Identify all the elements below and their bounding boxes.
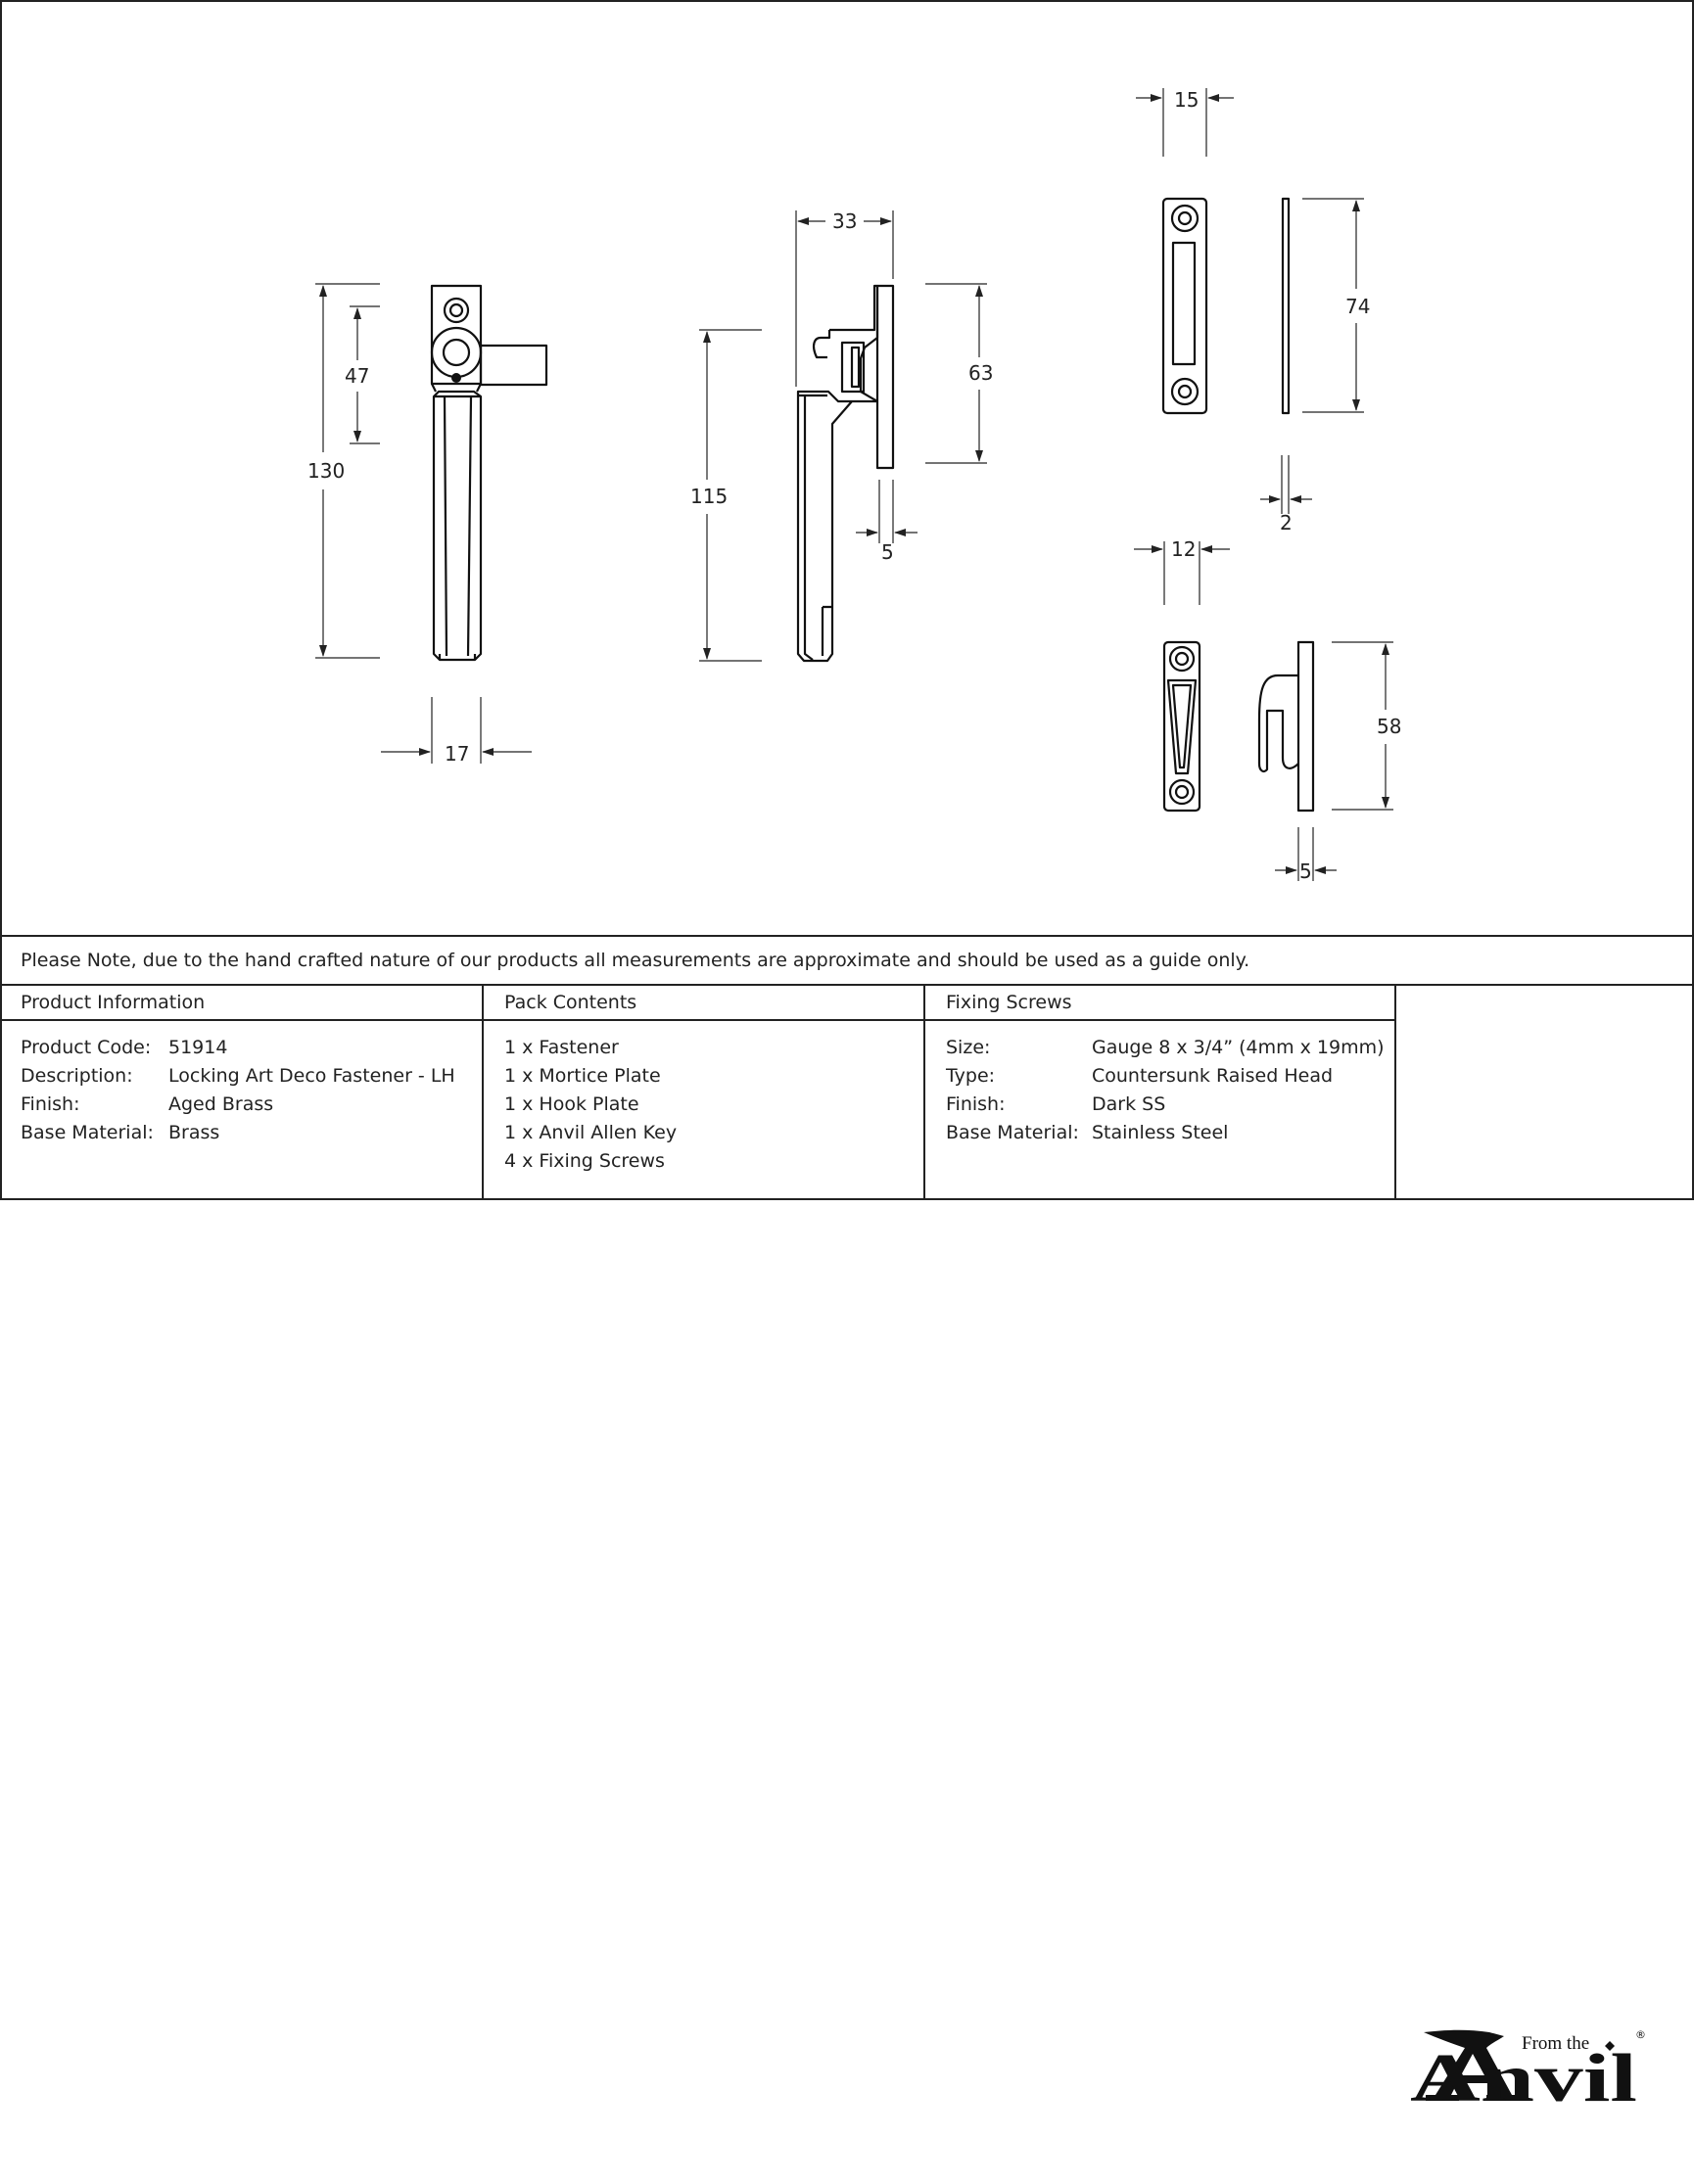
logo-registered: ® bbox=[1635, 2028, 1646, 2041]
dim-hook-width: 12 bbox=[1171, 537, 1196, 561]
drawing-frame bbox=[0, 0, 1694, 1200]
pack-item: 1 x Anvil Allen Key bbox=[504, 1122, 678, 1143]
dim-mortice-thickness: 2 bbox=[1280, 511, 1293, 534]
dim-handle-height: 130 bbox=[307, 459, 345, 483]
dim-side-height: 115 bbox=[690, 485, 728, 508]
product-info-section: Product Information Product Code:51914 D… bbox=[0, 986, 484, 1198]
pack-contents-heading: Pack Contents bbox=[504, 992, 637, 1013]
note-text: Please Note, due to the hand crafted nat… bbox=[21, 950, 1250, 971]
fastener-side-view bbox=[796, 284, 895, 663]
hook-plate-front bbox=[1162, 640, 1201, 813]
dim-plate-thickness: 5 bbox=[881, 540, 894, 564]
mortice-plate-side bbox=[1281, 197, 1291, 415]
dim-mortice-width: 15 bbox=[1174, 88, 1199, 112]
fixing-screws-heading: Fixing Screws bbox=[946, 992, 1072, 1013]
dimension-lines bbox=[315, 88, 1393, 881]
logo-brand: Anvil bbox=[1410, 2041, 1637, 2116]
fastener-front-view bbox=[430, 284, 548, 662]
pack-item: 1 x Fastener bbox=[504, 1037, 619, 1058]
dim-side-depth: 33 bbox=[832, 209, 857, 233]
anvil-logo: From the ® Anvil bbox=[1410, 2028, 1646, 2116]
pack-item: 1 x Hook Plate bbox=[504, 1093, 639, 1115]
product-info-heading: Product Information bbox=[21, 992, 206, 1013]
dim-plate-height: 63 bbox=[968, 361, 993, 385]
pack-item: 1 x Mortice Plate bbox=[504, 1065, 661, 1087]
info-table: Product Information Product Code:51914 D… bbox=[0, 986, 1694, 2116]
fixing-screws-section: Fixing Screws Size:Gauge 8 x 3/4” (4mm x… bbox=[925, 986, 1396, 1198]
pack-item: 4 x Fixing Screws bbox=[504, 1150, 665, 1172]
dim-mortice-height: 74 bbox=[1345, 295, 1370, 318]
hook-plate-side bbox=[1257, 640, 1315, 813]
mortice-plate-front bbox=[1161, 197, 1208, 415]
technical-drawing: 130 47 17 33 115 63 5 15 74 2 12 58 5 bbox=[307, 88, 1401, 883]
dim-hook-thickness: 5 bbox=[1299, 860, 1312, 883]
dim-hook-height: 58 bbox=[1377, 715, 1401, 738]
pack-contents-section: Pack Contents 1 x Fastener 1 x Mortice P… bbox=[484, 986, 925, 1198]
dim-handle-width: 17 bbox=[445, 742, 469, 766]
measurement-note: Please Note, due to the hand crafted nat… bbox=[0, 935, 1694, 986]
dim-handle-upper: 47 bbox=[345, 364, 369, 388]
